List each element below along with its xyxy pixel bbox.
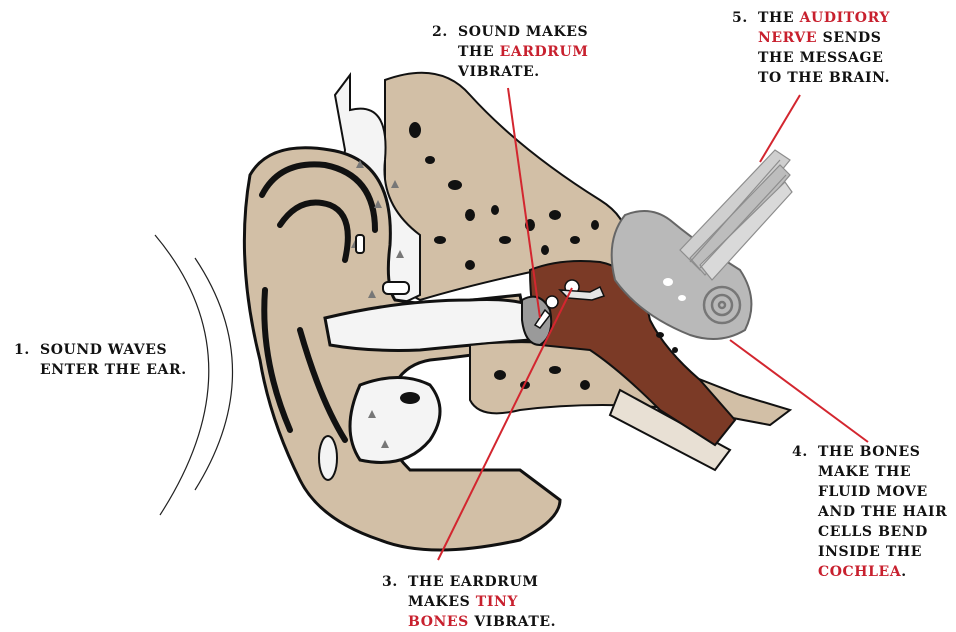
- step-2-line-3: VIBRATE.: [458, 64, 540, 80]
- step-4-line-2: MAKE THE: [818, 464, 911, 480]
- step-5-line-1-pre: THE: [758, 10, 800, 26]
- step-1-line-1: SOUND WAVES: [40, 342, 167, 358]
- cavity-mark-2: [383, 282, 409, 294]
- step-2-line-2-pre: THE: [458, 44, 500, 60]
- step-1-line-2: ENTER THE EAR.: [40, 362, 187, 378]
- pointer-auditory-nerve: [760, 95, 800, 162]
- term-bones: BONES: [408, 614, 469, 630]
- label-step-4: 4.THE BONES MAKE THE FLUID MOVE AND THE …: [792, 442, 947, 582]
- label-step-1: 1.SOUND WAVES ENTER THE EAR.: [14, 340, 187, 380]
- step-5-line-3: THE MESSAGE: [758, 50, 883, 66]
- sound-wave-inner: [195, 258, 233, 490]
- step-5-number: 5.: [732, 8, 758, 28]
- oval-window: [663, 278, 673, 286]
- step-3-number: 3.: [382, 572, 408, 592]
- term-cochlea: COCHLEA: [818, 564, 901, 580]
- step-4-line-5: CELLS BEND: [818, 524, 928, 540]
- pointer-cochlea: [730, 340, 868, 442]
- step-4-line-6: INSIDE THE: [818, 544, 922, 560]
- step-2-number: 2.: [432, 22, 458, 42]
- term-auditory: AUDITORY: [800, 10, 890, 26]
- step-3-line-1: THE EARDRUM: [408, 574, 538, 590]
- earlobe-hole: [319, 436, 337, 480]
- term-eardrum: EARDRUM: [500, 44, 589, 60]
- label-step-3: 3.THE EARDRUM MAKES TINY BONES VIBRATE.: [382, 572, 556, 632]
- label-step-2: 2.SOUND MAKES THE EARDRUM VIBRATE.: [432, 22, 588, 82]
- lower-cavity: [350, 378, 440, 463]
- step-2-line-1: SOUND MAKES: [458, 24, 588, 40]
- lower-cavity-hole: [400, 392, 420, 404]
- term-tiny: TINY: [476, 594, 518, 610]
- term-nerve: NERVE: [758, 30, 817, 46]
- step-5-line-2-post: SENDS: [817, 30, 881, 46]
- step-4-line-7-post: .: [901, 564, 906, 580]
- round-window: [678, 295, 686, 301]
- label-step-5: 5.THE AUDITORY NERVE SENDS THE MESSAGE T…: [732, 8, 890, 88]
- step-4-line-1: THE BONES: [818, 444, 920, 460]
- step-3-line-3-post: VIBRATE.: [469, 614, 556, 630]
- step-4-line-3: FLUID MOVE: [818, 484, 928, 500]
- step-4-number: 4.: [792, 442, 818, 462]
- cavity-mark-1: [356, 235, 364, 253]
- auditory-nerve: [680, 150, 792, 280]
- step-1-number: 1.: [14, 340, 40, 360]
- step-4-line-4: AND THE HAIR: [818, 504, 947, 520]
- step-5-line-4: TO THE BRAIN.: [758, 70, 890, 86]
- step-3-line-2-pre: MAKES: [408, 594, 476, 610]
